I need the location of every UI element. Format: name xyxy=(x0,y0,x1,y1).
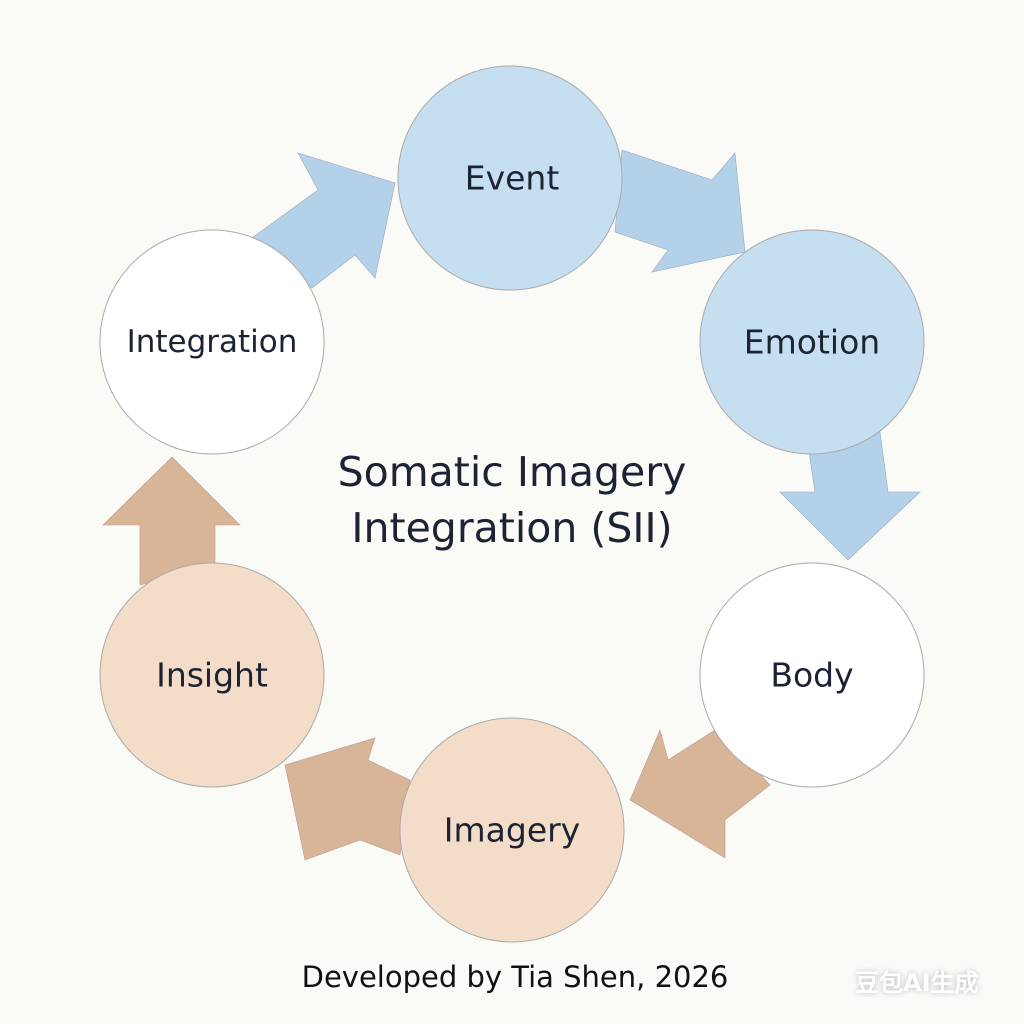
node-emotion-label: Emotion xyxy=(743,322,881,362)
node-insight-circle xyxy=(99,562,325,788)
node-imagery-circle xyxy=(399,717,625,943)
credit-text: Developed by Tia Shen, 2026 xyxy=(301,960,729,994)
arrow-insight-to-integration xyxy=(102,456,241,586)
node-integration-circle xyxy=(99,229,325,455)
title-line-1: Somatic Imagery xyxy=(337,448,687,496)
title-line-2: Integration (SII) xyxy=(351,504,673,552)
node-event-label: Event xyxy=(464,158,560,198)
node-body-label: Body xyxy=(770,655,854,695)
arrow-integration-to-event xyxy=(251,152,396,289)
node-imagery-label: Imagery xyxy=(443,810,581,850)
diagram-title: Somatic Imagery Integration (SII) xyxy=(338,444,687,556)
arrow-event-to-emotion xyxy=(614,149,746,273)
arrow-emotion-to-body xyxy=(779,431,921,561)
watermark: 豆包AI生成 xyxy=(855,969,979,997)
node-insight-label: Insight xyxy=(156,655,268,695)
arrow-body-to-imagery xyxy=(629,727,771,859)
node-emotion-circle xyxy=(699,229,925,455)
node-body-circle xyxy=(699,562,925,788)
arrow-imagery-to-insight xyxy=(284,737,411,861)
node-event-circle xyxy=(397,65,623,291)
node-integration-label: Integration xyxy=(126,324,298,360)
